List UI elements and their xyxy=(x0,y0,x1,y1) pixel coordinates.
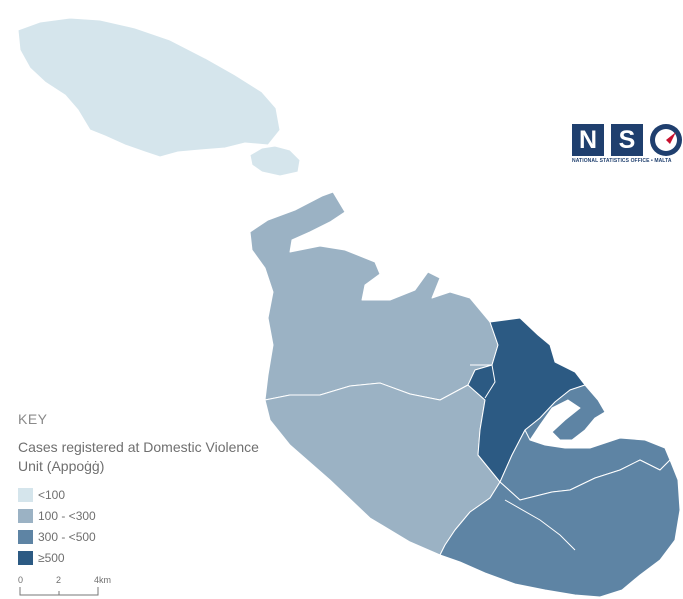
legend-item: 300 - <500 xyxy=(18,529,96,544)
region-northern xyxy=(249,191,499,401)
scale-label-4: 4km xyxy=(94,575,112,585)
region-gozo xyxy=(17,17,281,158)
legend-item: 100 - <300 xyxy=(18,508,96,523)
legend-swatch xyxy=(18,550,33,565)
legend-label: ≥500 xyxy=(38,550,65,565)
logo-compass-icon xyxy=(655,129,677,151)
region-comino xyxy=(249,145,301,177)
legend-swatch xyxy=(18,508,33,523)
legend-label: 100 - <300 xyxy=(38,508,96,523)
legend: <100 100 - <300 300 - <500 ≥500 xyxy=(18,487,96,571)
scale-bar: 0 2 4km xyxy=(18,575,111,597)
logo-caption: NATIONAL STATISTICS OFFICE • MALTA xyxy=(572,158,672,164)
key-subtitle: Cases registered at Domestic Violence Un… xyxy=(18,439,259,474)
legend-item: <100 xyxy=(18,487,96,502)
legend-swatch xyxy=(18,529,33,544)
scale-label-2: 2 xyxy=(56,575,62,585)
legend-label: 300 - <500 xyxy=(38,529,96,544)
logo-letter-n: N xyxy=(572,124,604,156)
key-title: KEY xyxy=(18,411,48,427)
legend-swatch xyxy=(18,487,33,502)
scale-line xyxy=(19,587,99,596)
logo-letter-s: S xyxy=(611,124,643,156)
logo-letter-o xyxy=(650,124,682,156)
legend-label: <100 xyxy=(38,487,66,502)
nso-logo: N S NATIONAL STATISTICS OFFICE • MALTA xyxy=(572,124,683,166)
scale-label-0: 0 xyxy=(18,575,24,585)
region-south-eastern xyxy=(439,459,681,598)
legend-item: ≥500 xyxy=(18,550,96,565)
